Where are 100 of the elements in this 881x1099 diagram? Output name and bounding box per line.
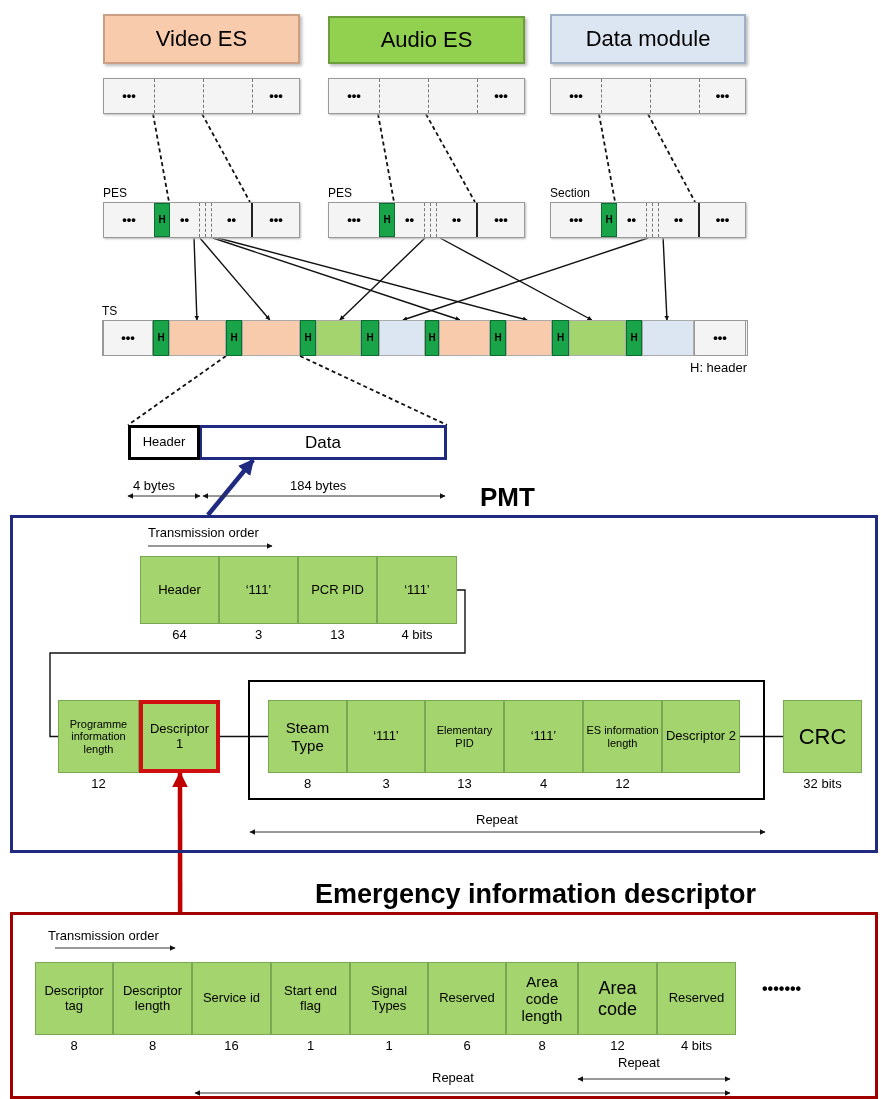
field-cell: ‘111’ [377,556,457,624]
bit-count: 12 [609,1038,626,1053]
arrow [199,237,271,321]
dashed-line [152,113,170,203]
header-marker: H [361,320,379,356]
legend-note: H: header [690,360,748,375]
bit-count: 3 [253,627,264,642]
ellipsis-text: ••• [251,203,299,237]
bit-count: 6 [462,1038,472,1053]
ellipsis-text: ••• [346,86,362,105]
header-marker: H [379,203,395,237]
connector-line [219,735,269,738]
arrow [193,237,200,321]
bit-count: 3 [381,776,391,791]
connector-line [49,589,466,738]
dashed-line [425,113,476,203]
dashed-line [299,355,448,426]
ellipsis-text: ••• [121,210,137,229]
field-cell: Descriptor tag [35,962,113,1035]
direction-label: Transmission order [48,928,159,943]
section-heading: PMT [480,481,535,513]
field-cell: Programme information length [58,700,139,773]
highlighted-field: Descriptor 1 [139,700,220,773]
stream-label: TS [102,304,118,318]
ellipsis-text: ••• [121,86,137,105]
stream-title-box: Audio ES [328,16,525,64]
arrow [339,237,426,321]
ellipsis-cell: ••• [103,320,153,356]
stream-title-box: Data module [550,14,746,64]
ellipsis-text: ••• [699,79,745,113]
field-cell: Steam Type [268,700,347,773]
field-cell: Area code length [506,962,578,1035]
bit-count: 32 bits [802,776,843,791]
bit-count: 4 bits [400,627,434,642]
ellipsis-text: ••• [252,79,299,113]
dashed-line [377,113,395,203]
ellipsis-text: •• [658,203,698,237]
bit-count: 64 [171,627,188,642]
arrow [206,458,255,517]
field-cell: PCR PID [298,556,377,624]
bit-count: 8 [537,1038,547,1053]
section-heading: Emergency information descriptor [315,878,757,910]
ellipsis-text: •• [211,203,251,237]
dimension-label: Repeat [618,1055,660,1070]
stream-label: PES [103,186,127,200]
field-cell: Reserved [657,962,736,1035]
arrow [402,237,649,321]
header-marker: H [552,320,569,356]
ellipsis-text: ••• [477,79,524,113]
field-cell: Header [140,556,219,624]
arrow [662,237,670,321]
header-marker: H [300,320,316,356]
field-cell: Service id [192,962,271,1035]
data-field: Data [200,425,447,460]
ellipsis-text: ••• [568,86,584,105]
bit-count: 13 [329,627,346,642]
field-cell: Area code [578,962,657,1035]
arrow [212,237,461,321]
header-marker: H [154,203,170,237]
dashed-line [201,113,251,203]
bit-count: 1 [384,1038,394,1053]
stream-label: PES [328,186,352,200]
field-cell: CRC [783,700,862,773]
field-cell: Signal Types [350,962,428,1035]
arrow [172,771,188,912]
dimension-label: 4 bytes [133,478,175,493]
arrow [439,237,593,321]
bit-count: 16 [223,1038,240,1053]
field-cell: ‘111’ [219,556,298,624]
field-cell: Descriptor 2 [662,700,740,773]
field-cell: ‘111’ [347,700,425,773]
header-marker: H [153,320,169,356]
bit-count: 8 [302,776,313,791]
bit-count: 8 [69,1038,79,1053]
connector-line [739,735,784,738]
arrow [217,237,528,322]
dashed-line [127,355,227,426]
field-cell: ‘111’ [504,700,583,773]
ellipsis-text: ••• [476,203,524,237]
bit-count: 12 [614,776,631,791]
ellipsis-cell: ••• [694,320,746,356]
ellipsis-text: ••• [568,210,584,229]
bit-count: 1 [305,1038,316,1053]
field-cell: Reserved [428,962,506,1035]
header-marker: H [226,320,242,356]
field-cell: Descriptor length [113,962,192,1035]
dimension-label: Repeat [476,812,518,827]
bit-count: 4 bits [679,1038,714,1053]
bit-count: 4 [538,776,549,791]
bit-count: 13 [456,776,473,791]
ellipsis-text: ••••••• [762,980,802,998]
direction-label: Transmission order [148,525,259,540]
dimension-label: Repeat [432,1070,474,1085]
header-marker: H [626,320,642,356]
header-marker: H [425,320,439,356]
ellipsis-text: •• [403,210,416,229]
ellipsis-text: ••• [346,210,362,229]
header-marker: H [490,320,506,356]
field-cell: ES information length [583,700,662,773]
stream-label: Section [550,186,591,200]
